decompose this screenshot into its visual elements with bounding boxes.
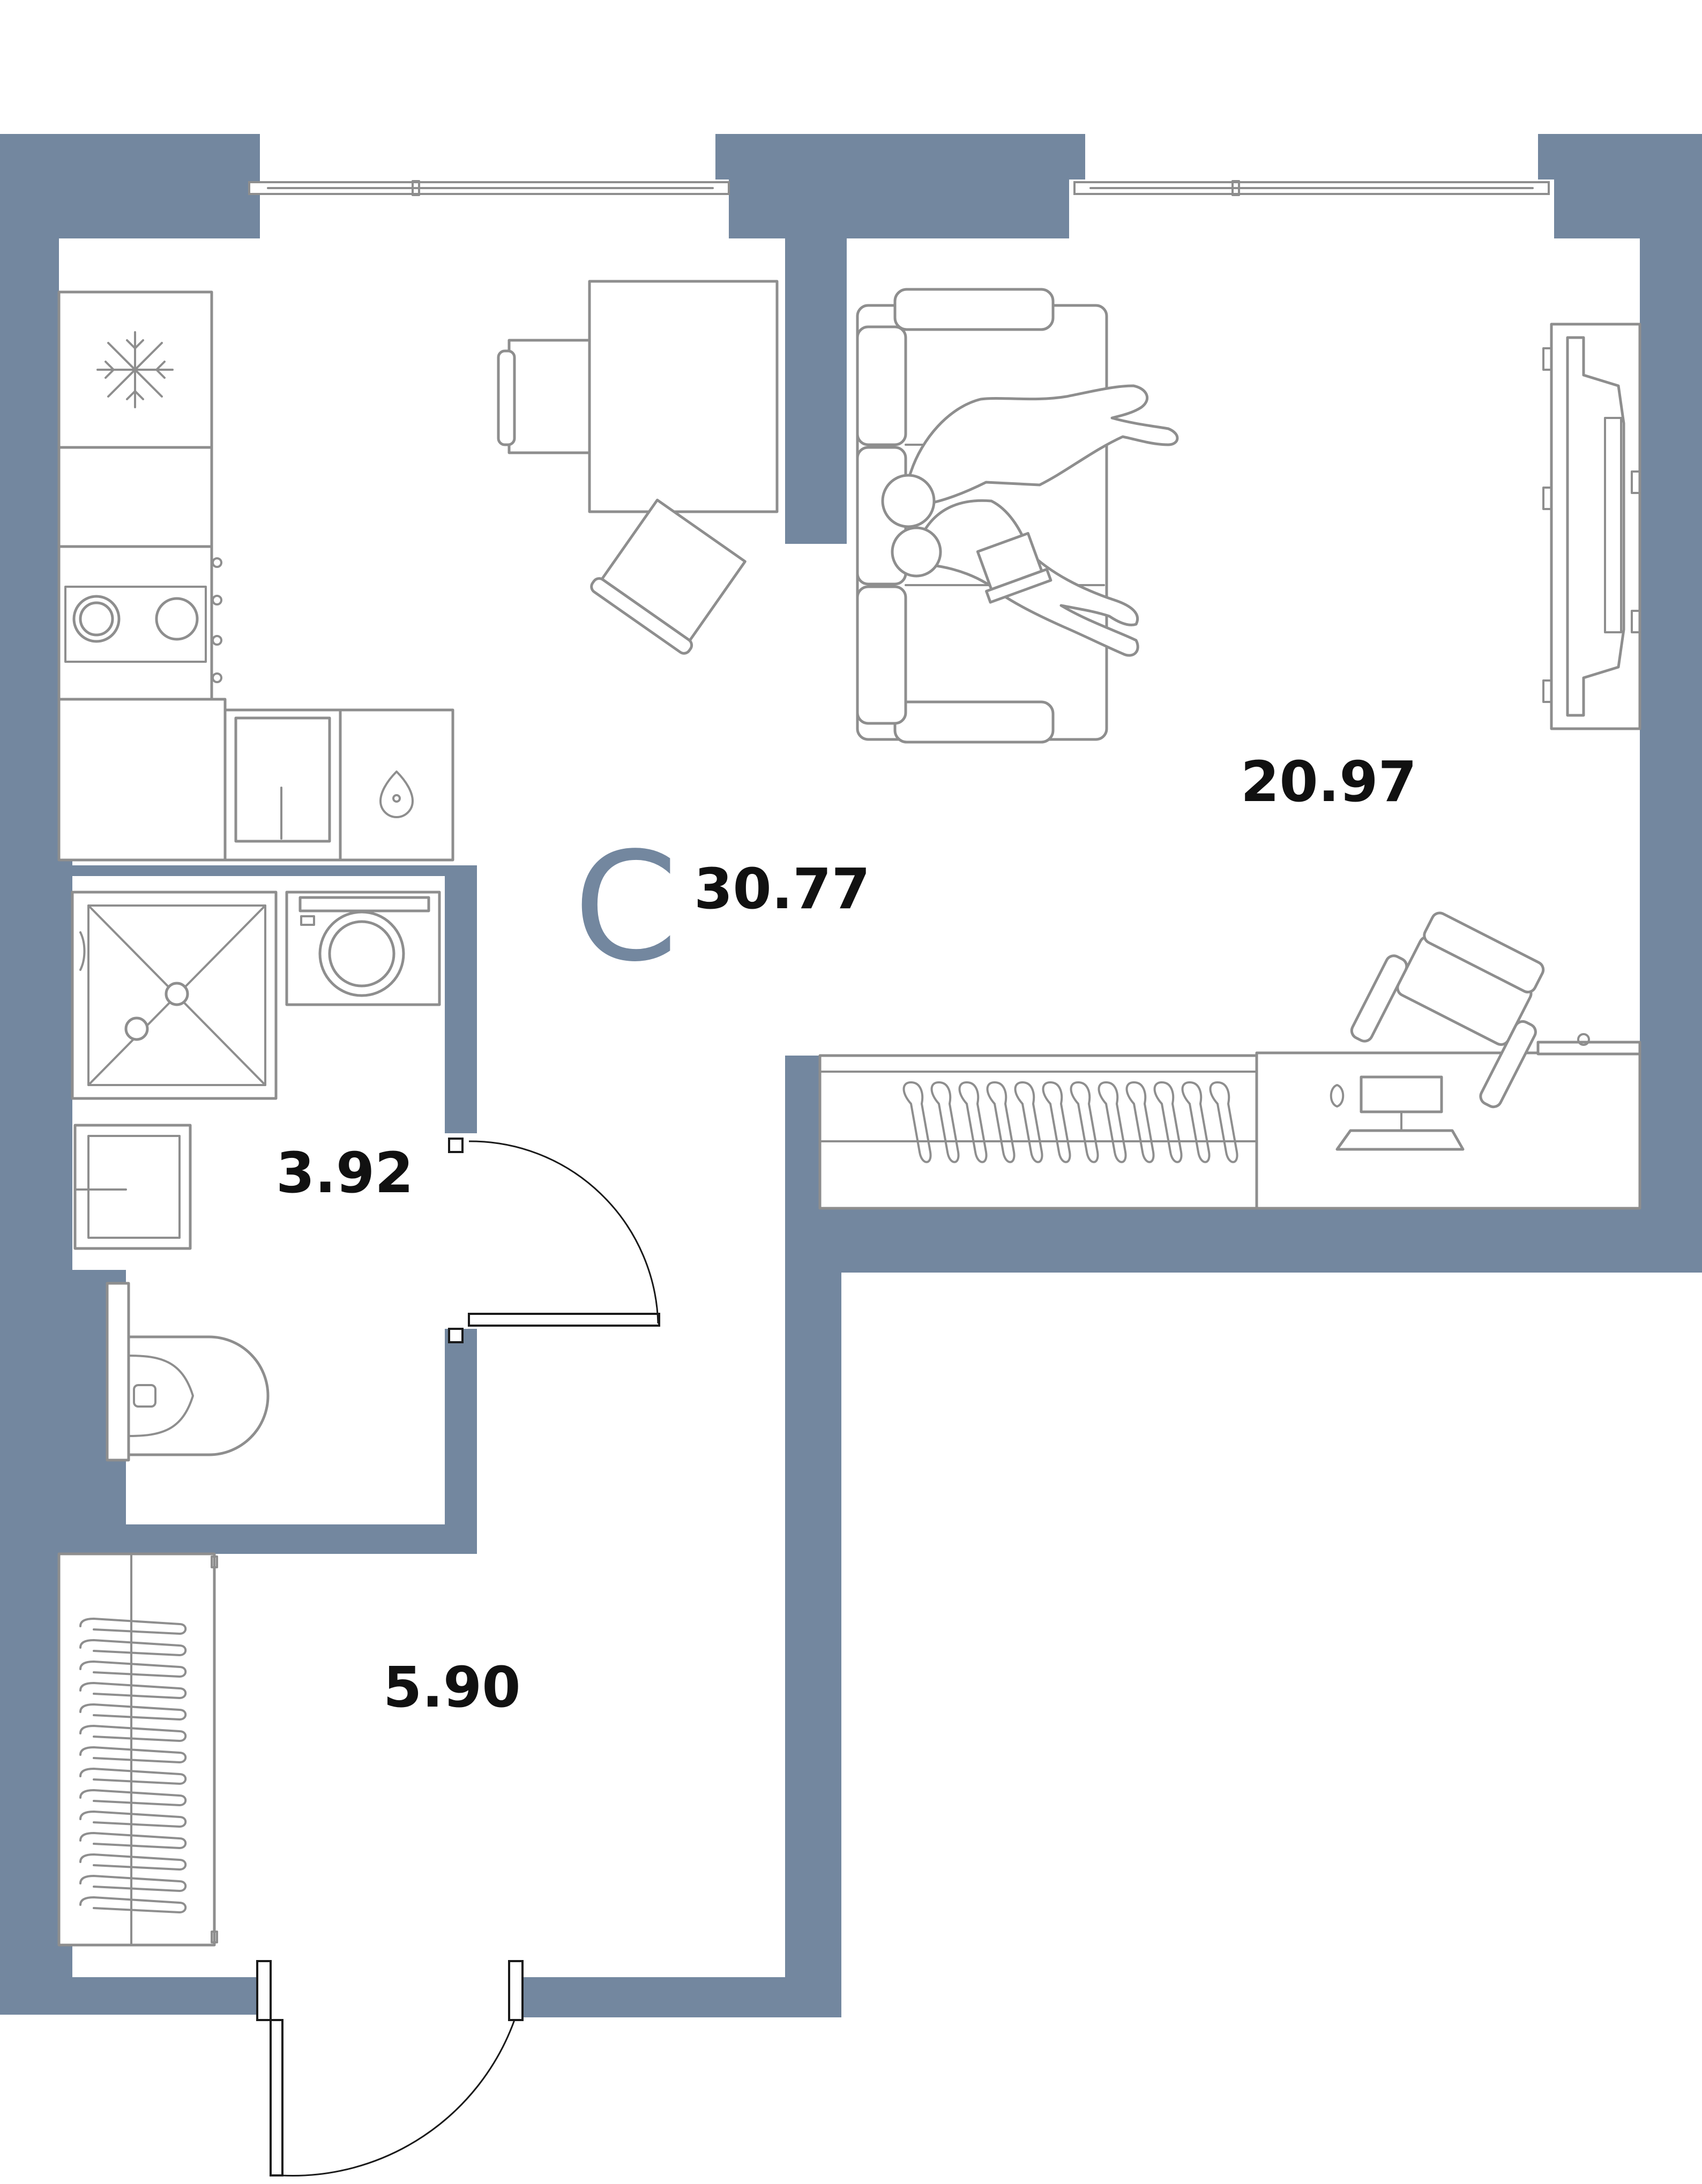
hanger-line: [1098, 1081, 1127, 1163]
hanger-line: [79, 1875, 187, 1892]
hanger-line: [79, 1896, 187, 1913]
bathroom-sink: [73, 1124, 192, 1250]
hanger-line: [79, 1853, 187, 1871]
hanger-line: [79, 1661, 187, 1678]
walls: [0, 134, 1702, 2017]
hanger-line: [79, 1789, 187, 1806]
hanger-line: [1125, 1081, 1155, 1163]
hanger-line: [1181, 1081, 1211, 1163]
wall-entry-left: [0, 1977, 257, 2015]
chair-bottom: [590, 498, 747, 655]
hanger-line: [79, 1618, 187, 1635]
wall-bath-right-upper: [445, 865, 477, 1133]
desk: [1255, 911, 1641, 1210]
entrance-door-leaf: [270, 2019, 283, 2176]
hanger-line: [1014, 1081, 1043, 1163]
hanger-line: [79, 1725, 187, 1742]
bathroom-area-label: 3.92: [276, 1140, 414, 1206]
wall-inner-bottom: [785, 1056, 1702, 1908]
apartment-type-label: C: [573, 820, 678, 995]
wall-top-center: [715, 134, 1085, 544]
people-on-sofa: [881, 384, 1179, 657]
hanger-line: [902, 1081, 932, 1163]
wall-bath-bottom: [72, 1524, 477, 1554]
hallway-area-label: 5.90: [383, 1655, 521, 1720]
snowflake-icon: [96, 331, 174, 408]
kitchen-counter-low: [57, 698, 227, 862]
wall-entry-right-bar: [522, 1977, 841, 2017]
chair-left: [497, 339, 591, 454]
washing-machine-icon: [285, 891, 441, 1006]
hanger-line: [1153, 1081, 1183, 1163]
labels: C 30.77 20.97 3.92 5.90: [276, 749, 1417, 1720]
wall-entry-right: [522, 1908, 841, 1977]
tv-unit: [1542, 323, 1641, 730]
shower-icon: [71, 891, 278, 1100]
toilet-icon: [106, 1282, 270, 1462]
hanger-line: [79, 1811, 187, 1828]
kitchen: [57, 290, 454, 862]
hanger-line: [1070, 1081, 1099, 1163]
dishwasher: [339, 708, 454, 862]
living-area-label: 20.97: [1241, 749, 1417, 814]
entrance-door-swing: [281, 2020, 516, 2176]
hanger-line: [79, 1639, 187, 1656]
sink-basin: [234, 716, 331, 843]
wall-top-left: [0, 134, 260, 865]
wall-top-right: [1538, 134, 1702, 1273]
hanger-line: [986, 1081, 1016, 1163]
hanger-line: [1042, 1081, 1071, 1163]
hanger-line: [958, 1081, 988, 1163]
wardrobe-hall: [57, 1552, 218, 1947]
hanger-line: [79, 1682, 187, 1699]
wardrobe-living: [818, 1054, 1258, 1210]
doors: [256, 1138, 660, 2176]
dining: [497, 280, 779, 655]
wall-bath-top: [59, 865, 477, 876]
windows: [248, 180, 1550, 196]
wall-bath-right-lower: [445, 1329, 477, 1551]
water-drop-icon: [379, 771, 414, 818]
hanger-line: [930, 1081, 960, 1163]
hanger-line: [1209, 1081, 1238, 1163]
hanger-line: [79, 1746, 187, 1763]
hanger-line: [79, 1832, 187, 1849]
total-area-label: 30.77: [694, 856, 870, 922]
bathroom-door-leaf: [468, 1313, 660, 1327]
kitchen-cabinet: [57, 446, 213, 548]
hanger-line: [79, 1768, 187, 1785]
hanger-line: [79, 1703, 187, 1721]
dining-table: [588, 280, 779, 513]
tv: [1566, 336, 1625, 717]
bathroom: [71, 891, 441, 1462]
bathroom-door-swing: [468, 1140, 659, 1324]
